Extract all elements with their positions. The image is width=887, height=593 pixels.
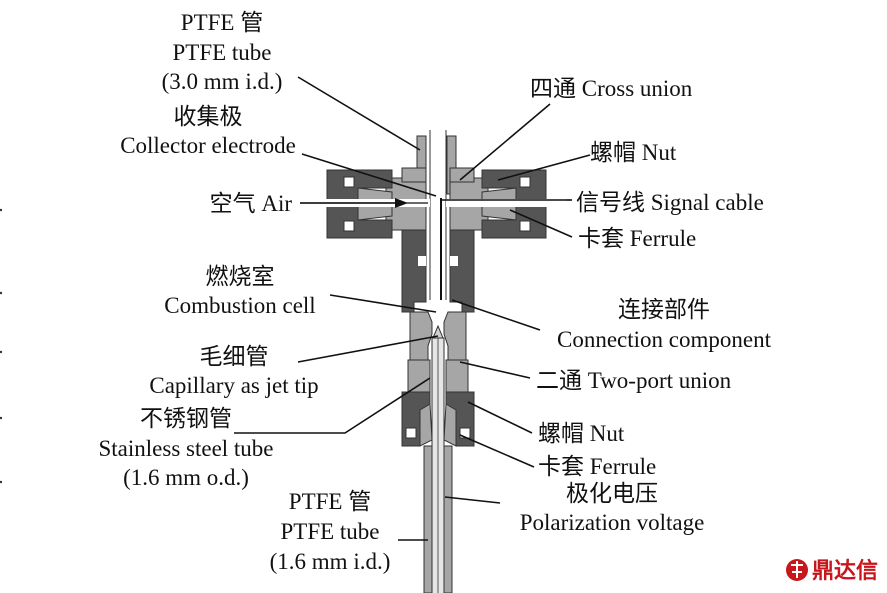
label-collector-cn: 收集极	[174, 104, 243, 129]
watermark-text: 鼎达信	[812, 558, 878, 584]
label-ptfe-top-dim: (3.0 mm i.d.)	[162, 69, 283, 94]
label-nut-top: 螺帽 Nut	[590, 140, 677, 165]
label-polarization-cn: 极化电压	[566, 481, 658, 506]
labels-right: 四通 Cross union 螺帽 Nut 信号线 Signal cable 卡…	[520, 76, 772, 535]
label-ferrule-bottom: 卡套 Ferrule	[538, 454, 656, 479]
label-stainless-en: Stainless steel tube	[98, 436, 273, 461]
leader-lines	[234, 76, 591, 541]
bottom-nut	[401, 391, 475, 447]
label-air: 空气 Air	[210, 191, 293, 216]
label-ptfe-top-cn: PTFE 管	[181, 10, 263, 35]
air-arrow	[300, 198, 408, 208]
label-ptfe-top-en: PTFE tube	[172, 40, 271, 65]
bottom-ptfe-tube	[423, 445, 453, 593]
label-stainless-cn: 不锈钢管	[140, 406, 232, 431]
label-collector-en: Collector electrode	[120, 133, 296, 158]
label-ptfe-bottom-dim: (1.6 mm i.d.)	[270, 549, 391, 574]
two-port-union	[407, 311, 469, 593]
watermark-logo: 鼎达信	[786, 558, 878, 584]
labels-left: PTFE 管 PTFE tube (3.0 mm i.d.) 收集极 Colle…	[98, 10, 390, 574]
left-edge-marks	[0, 208, 3, 484]
label-ptfe-bottom-cn: PTFE 管	[289, 489, 371, 514]
label-connection-cn: 连接部件	[618, 297, 710, 322]
label-nut-bottom: 螺帽 Nut	[538, 421, 625, 446]
label-polarization-en: Polarization voltage	[520, 510, 705, 535]
label-ptfe-bottom-en: PTFE tube	[280, 519, 379, 544]
label-two-port: 二通 Two-port union	[536, 368, 732, 393]
label-cross-union: 四通 Cross union	[530, 76, 693, 101]
label-connection-en: Connection component	[557, 327, 772, 352]
label-combustion-cn: 燃烧室	[206, 264, 275, 289]
label-signal-cable: 信号线 Signal cable	[576, 190, 764, 215]
label-combustion-en: Combustion cell	[164, 293, 315, 318]
label-capillary-en: Capillary as jet tip	[149, 373, 318, 398]
label-ferrule-top: 卡套 Ferrule	[578, 226, 696, 251]
label-capillary-cn: 毛细管	[200, 344, 269, 369]
label-stainless-dim: (1.6 mm o.d.)	[123, 465, 249, 490]
